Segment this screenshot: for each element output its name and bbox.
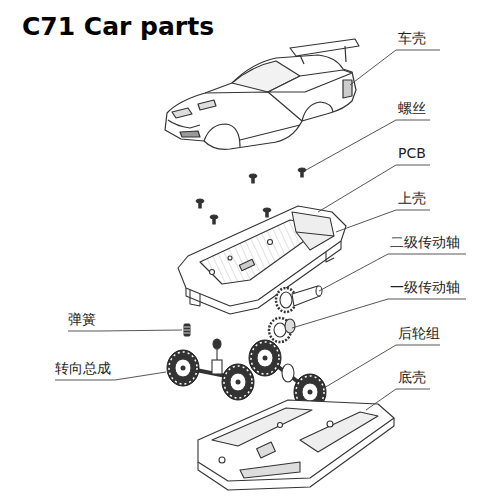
screw (266, 210, 268, 217)
bottom-shell (300, 412, 378, 452)
tread (224, 366, 252, 398)
part-label: 二级传动轴 (390, 234, 460, 251)
car-body (300, 46, 346, 64)
leader-line (366, 389, 430, 410)
screw (199, 201, 201, 208)
tire (222, 364, 254, 400)
tire (167, 350, 199, 386)
part-label: 底壳 (398, 369, 426, 386)
spring (184, 324, 190, 336)
bottom-shell (327, 421, 333, 427)
bottom-shell (219, 457, 225, 463)
car-body (165, 39, 359, 149)
screw (249, 174, 257, 183)
car-body (268, 70, 352, 92)
wheel (167, 340, 326, 410)
leader-line (324, 345, 440, 388)
upper-shell (296, 232, 334, 236)
screw (263, 208, 271, 217)
spring (184, 327, 190, 333)
part-label: 一级传动轴 (390, 279, 460, 296)
drive-gear (274, 323, 286, 337)
hub (230, 373, 246, 391)
upper-shell (178, 206, 346, 306)
wheel (167, 350, 199, 386)
leader-line (336, 210, 430, 232)
part-label: 螺丝 (398, 100, 426, 117)
leader-line (55, 50, 466, 410)
leader-line (350, 50, 440, 85)
spring (184, 324, 190, 336)
steering-assembly (212, 360, 222, 374)
bottom-shell (257, 442, 276, 458)
part-label: 弹簧 (68, 311, 96, 328)
car-body (343, 80, 352, 98)
screw (301, 170, 303, 177)
part-label: 转向总成 (55, 360, 111, 377)
wheel (249, 340, 281, 376)
part-label: 上壳 (398, 190, 426, 207)
car-body (165, 55, 356, 149)
upper-shell (292, 212, 334, 250)
hub-center (236, 380, 241, 385)
drive-gear (269, 286, 322, 342)
screw (210, 215, 218, 224)
drive-gear (280, 292, 292, 308)
upper-shell (268, 240, 273, 245)
screw (298, 168, 306, 177)
leader-line (68, 330, 182, 331)
diagram-title: C71 Car parts (22, 12, 214, 42)
steering-assembly (196, 339, 226, 376)
hub-center (308, 390, 313, 395)
bottom-shell (198, 418, 394, 490)
rear-axle (282, 364, 294, 382)
upper-shell (239, 259, 254, 270)
hub (257, 349, 273, 367)
screw (213, 217, 215, 224)
hub (175, 359, 191, 377)
screw (196, 199, 204, 208)
screw (252, 176, 254, 183)
tread (251, 342, 279, 374)
car-body (240, 125, 300, 140)
steering-assembly (216, 349, 217, 360)
part-label: 车壳 (398, 30, 426, 47)
upper-shell (228, 256, 232, 260)
part-label: PCB (398, 145, 426, 162)
wheel (222, 364, 254, 400)
part-label: 后轮组 (398, 325, 440, 342)
upper-shell (190, 252, 334, 306)
bottom-shell (278, 423, 283, 428)
bottom-shell (240, 462, 300, 478)
car-body (302, 102, 333, 121)
steering-assembly (213, 339, 221, 349)
tire (249, 340, 281, 376)
tread (169, 352, 197, 384)
hub-center (181, 366, 186, 371)
bottom-shell (198, 400, 394, 481)
car-body (168, 120, 200, 128)
hub (302, 383, 318, 401)
upper-shell (178, 206, 346, 314)
bottom-shell (198, 400, 394, 490)
car-body (172, 108, 192, 118)
leader-line (306, 120, 430, 170)
hub-center (263, 356, 268, 361)
car-body (180, 131, 200, 137)
car-body (198, 100, 216, 110)
car-body (290, 39, 359, 56)
leader-line (292, 299, 466, 328)
upper-shell (210, 270, 215, 275)
leader-line (318, 165, 430, 212)
bottom-shell (212, 408, 312, 446)
car-body (205, 92, 302, 121)
car-body (204, 124, 240, 147)
drive-gear (285, 319, 295, 333)
